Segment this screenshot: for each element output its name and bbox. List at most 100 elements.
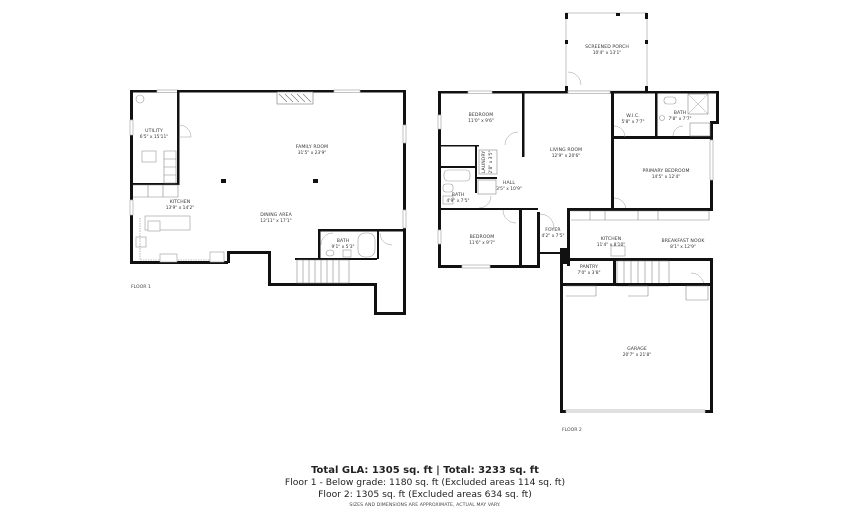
wall: [318, 229, 406, 232]
room-dims: 7'0" x 3'8": [577, 270, 600, 276]
wall: [611, 91, 614, 211]
room-dims: 14'5" x 12'4": [652, 174, 681, 180]
room-label: BATH: [452, 192, 465, 198]
door-swing: [567, 71, 582, 86]
room-label: LIVING ROOM: [550, 147, 582, 153]
sink-icon: [659, 115, 665, 121]
door-swing: [178, 124, 192, 138]
room-dims: 9'1" x 5'3": [331, 244, 354, 250]
linen-closet: [477, 179, 497, 195]
appliance: [141, 150, 157, 163]
sink-icon: [325, 249, 335, 257]
sink-icon: [135, 236, 147, 248]
wall: [492, 91, 568, 94]
wall: [318, 229, 321, 258]
wall: [610, 91, 719, 94]
floor2-plan: SCREENED PORCH 10'4" x 13'1" BEDROOM 11'…: [437, 12, 719, 433]
kitchen-cabinets: [133, 184, 179, 198]
island-sink: [147, 220, 161, 232]
wall: [522, 91, 525, 157]
room-dims: 11'0" x 9'6": [468, 118, 494, 124]
room-dims: 20'7" x 21'8": [623, 352, 652, 358]
room-dims: 11'4" x 8'10": [597, 242, 626, 248]
post: [645, 40, 648, 44]
room-dims: 7'8" x 7'7": [668, 116, 691, 122]
wall: [710, 121, 719, 124]
stairs: [163, 150, 177, 184]
room-label: UTILITY: [145, 128, 163, 134]
room-label: BATH: [337, 238, 350, 244]
door-swing: [502, 209, 517, 224]
wall: [565, 13, 568, 19]
stove-icon: [610, 245, 626, 257]
wall: [268, 283, 376, 286]
sink-icon: [442, 195, 454, 205]
wall: [268, 251, 271, 286]
toilet-icon: [663, 96, 677, 105]
wall: [645, 13, 648, 19]
wall: [374, 312, 406, 315]
wall: [295, 258, 377, 260]
room-dims: 12'9" x 20'6": [552, 153, 581, 159]
room-label: PRIMARY BEDROOM: [642, 168, 689, 174]
wall: [565, 86, 568, 92]
wall: [130, 261, 228, 264]
window: [709, 139, 714, 181]
water-heater-icon: [135, 94, 145, 104]
room-dims: 13'9" x 14'2": [166, 205, 195, 211]
room-dims: 3'5" x 10'9": [496, 186, 522, 192]
door-swing: [504, 131, 519, 146]
wall: [178, 90, 231, 93]
wall: [570, 208, 713, 211]
door-swing: [613, 125, 626, 138]
wall: [655, 91, 658, 139]
room-label: LAUNDRY: [481, 151, 487, 174]
room-label: PANTRY: [580, 264, 598, 270]
room-dims: 8'1" x 12'9": [670, 244, 696, 250]
wall: [645, 86, 648, 92]
window: [156, 89, 179, 93]
wall: [560, 258, 563, 413]
fireplace-hatch: [278, 93, 312, 103]
floor1-label: FLOOR 1: [131, 284, 151, 290]
wall: [130, 90, 133, 263]
door-swing: [672, 125, 684, 137]
toilet-icon: [342, 249, 352, 258]
door-swing: [539, 213, 555, 229]
wall: [441, 208, 521, 210]
door-swing: [379, 232, 393, 246]
kitchen-counter: [571, 210, 710, 221]
room-label: W.I.C.: [626, 113, 640, 119]
room-label: SCREENED PORCH: [585, 44, 629, 50]
window: [402, 209, 407, 229]
wall: [227, 251, 230, 263]
post: [616, 13, 620, 16]
wall: [475, 146, 477, 193]
wall: [613, 258, 616, 286]
wall: [177, 90, 180, 185]
wall: [560, 258, 713, 261]
window: [333, 89, 361, 93]
garage-door: [565, 409, 706, 413]
room-dims: 4'9" x 7'5": [446, 198, 469, 204]
garage-steps: [685, 285, 709, 301]
shower: [687, 93, 709, 115]
garage-shelves: [566, 285, 649, 297]
wall: [438, 91, 468, 94]
wall: [227, 251, 270, 254]
wall: [360, 90, 406, 93]
room-label: FOYER: [545, 227, 561, 233]
floor2-label: FLOOR 2: [562, 427, 582, 433]
window: [437, 229, 442, 245]
room-dims: 6'5" x 15'11": [140, 134, 169, 140]
bathtub-icon: [357, 232, 376, 258]
stove-icon: [159, 253, 178, 263]
wall: [522, 208, 538, 210]
room-dims: 2'8" x 3'5": [488, 150, 494, 173]
window: [461, 264, 491, 269]
column: [221, 179, 226, 183]
room-label: KITCHEN: [170, 199, 191, 205]
wall: [438, 91, 441, 268]
room-label: HALL: [503, 180, 515, 186]
